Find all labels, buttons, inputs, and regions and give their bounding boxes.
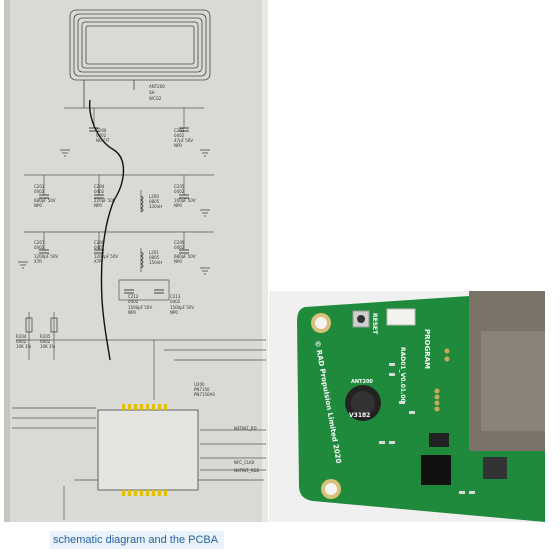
svg-text:C203: C203 [34,184,45,189]
svg-text:1500pF 50V: 1500pF 50V [128,305,152,310]
svg-text:NP0: NP0 [174,143,182,148]
svg-text:680pF 50V: 680pF 50V [174,254,196,259]
svg-text:L200: L200 [149,194,159,199]
schematic-drawing: ANT200 SH WCG2 [4,0,268,522]
antenna-label-1: ANT200 [149,84,165,89]
svg-text:NO FIT: NO FIT [96,138,110,143]
svg-text:0402: 0402 [40,339,51,344]
svg-text:100pF 50V: 100pF 50V [174,198,196,203]
svg-text:1200pF 50V: 1200pF 50V [34,254,58,259]
reset-label: RESET [371,313,378,335]
svg-text:0805: 0805 [149,255,160,260]
svg-text:NP0: NP0 [34,203,42,208]
svg-text:PN7150A0: PN7150A0 [194,392,215,397]
svg-text:1500pF 50V: 1500pF 50V [170,305,194,310]
svg-text:150nH: 150nH [149,260,162,265]
svg-text:0402: 0402 [128,299,139,304]
capacitor-symbols [39,127,189,294]
svg-text:C207: C207 [34,240,45,245]
svg-text:0402: 0402 [174,189,185,194]
svg-text:NFC_CLK0: NFC_CLK0 [234,460,255,465]
svg-text:C201: C201 [174,128,185,133]
resistor-symbols [25,317,58,333]
svg-text:1200pF 50V: 1200pF 50V [94,254,118,259]
nfc-chip [421,455,451,485]
svg-text:L201: L201 [149,250,159,255]
antenna-coil [69,9,211,108]
svg-text:C205: C205 [174,184,185,189]
svg-text:C204: C204 [94,184,105,189]
svg-text:220pF 50V: 220pF 50V [94,198,116,203]
program-label: PROGRAM [423,329,431,369]
svg-text:0402: 0402 [174,245,185,250]
svg-text:0402: 0402 [170,299,181,304]
svg-text:0402: 0402 [94,189,105,194]
image-caption: schematic diagram and the PCBA [50,531,225,549]
schematic-photo: ANT200 SH WCG2 [4,0,268,522]
pcba-drawing: RESET PROGRAM © RAD Propulsion Limited 2… [269,291,545,522]
inductor-symbols [139,195,144,269]
svg-text:X7R: X7R [94,259,102,264]
svg-text:10K 1%: 10K 1% [16,344,32,349]
svg-text:0402: 0402 [96,133,107,138]
svg-text:330nH: 330nH [149,204,162,209]
svg-text:NP0: NP0 [94,203,102,208]
svg-text:0402: 0402 [94,245,105,250]
svg-text:0402: 0402 [34,189,45,194]
regulator-chip [483,457,507,479]
svg-text:C212: C212 [128,294,139,299]
program-connector [386,308,416,326]
svg-text:NXTINT_RD2: NXTINT_RD2 [234,468,260,473]
svg-text:0402: 0402 [174,133,185,138]
svg-text:C213: C213 [170,294,181,299]
svg-text:NP0: NP0 [174,259,182,264]
svg-text:680pF 50V: 680pF 50V [34,198,56,203]
svg-text:0805: 0805 [149,199,160,204]
pcba-photo: RESET PROGRAM © RAD Propulsion Limited 2… [269,291,545,522]
svg-text:PN7150: PN7150 [194,387,210,392]
svg-text:10K 1%: 10K 1% [40,344,56,349]
svg-text:C208: C208 [94,240,105,245]
hand-drawn-wire [89,99,125,361]
svg-text:X7R: X7R [34,259,42,264]
chip-mark-label: V3182 [349,412,370,419]
ic-package [97,404,199,496]
board-id-label: RAD01_V0.01.00 [399,347,406,403]
svg-text:C200: C200 [96,128,107,133]
antenna-label-3: WCG2 [149,96,162,101]
ground-symbols [18,149,210,275]
antenna-ref-label: ANT200 [351,379,373,385]
svg-text:NXTINT_RD: NXTINT_RD [234,426,257,431]
svg-text:C209: C209 [174,240,185,245]
svg-text:R205: R205 [40,334,51,339]
svg-text:NP0: NP0 [174,203,182,208]
svg-text:0402: 0402 [16,339,27,344]
schematic-labels: C200 0402 NO FIT C201 0402 47pF 50V NP0 … [16,128,260,473]
svg-text:NP0: NP0 [170,310,178,315]
svg-text:0402: 0402 [34,245,45,250]
svg-text:NP0: NP0 [128,310,136,315]
svg-text:47pF 50V: 47pF 50V [174,138,193,143]
svg-text:U200: U200 [194,382,205,387]
svg-text:R204: R204 [16,334,27,339]
antenna-label-2: SH [149,90,155,95]
